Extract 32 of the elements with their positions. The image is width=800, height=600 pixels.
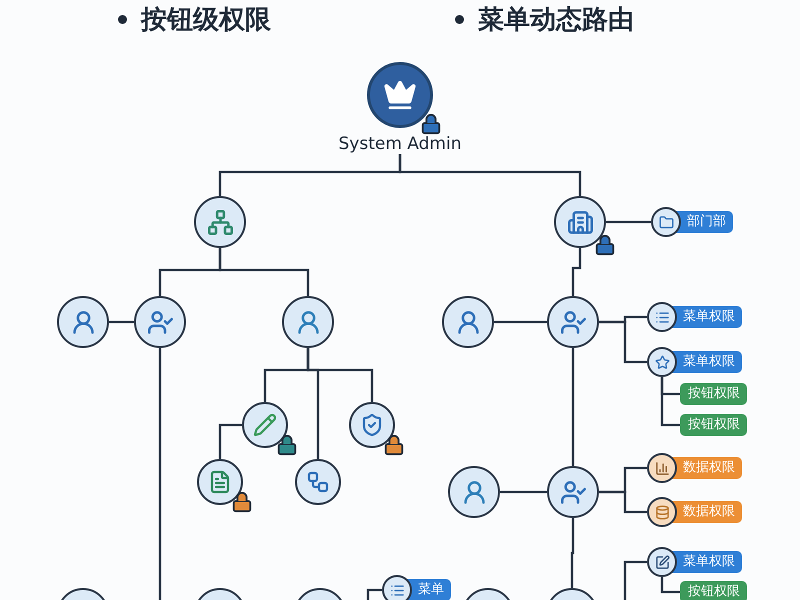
connector-line (572, 248, 582, 296)
connector-line (366, 588, 382, 600)
node-label: System Admin (338, 134, 462, 154)
connector-line (398, 154, 582, 196)
connector-line (660, 577, 680, 594)
connector-line (218, 248, 310, 296)
role-circle (134, 296, 186, 348)
connector-line (500, 490, 547, 494)
role-circle (547, 296, 599, 348)
permission-tag: 按钮权限 (680, 581, 747, 600)
connector-line (109, 320, 134, 324)
heading-text: 菜单动态路由 (478, 4, 634, 37)
icon-circle (295, 459, 341, 505)
person-avatar (442, 296, 494, 348)
heading-text: 按钮级权限 (141, 4, 271, 37)
person-avatar (282, 296, 334, 348)
permission-tag: 按钮权限 (680, 414, 747, 436)
connector-line (218, 424, 242, 459)
connector-line (599, 320, 647, 364)
person-avatar (57, 296, 109, 348)
permission-tag: 按钮权限 (680, 383, 747, 405)
connector-line (158, 348, 162, 600)
connector-line (306, 348, 374, 402)
connector-line (572, 348, 574, 466)
connector-line (606, 220, 651, 224)
icon-circle (194, 196, 246, 248)
connector-line (570, 518, 574, 588)
connector-line (599, 490, 647, 514)
connector-line (494, 320, 547, 324)
role-circle (547, 466, 599, 518)
person-avatar (448, 466, 500, 518)
connector-line (660, 377, 680, 426)
